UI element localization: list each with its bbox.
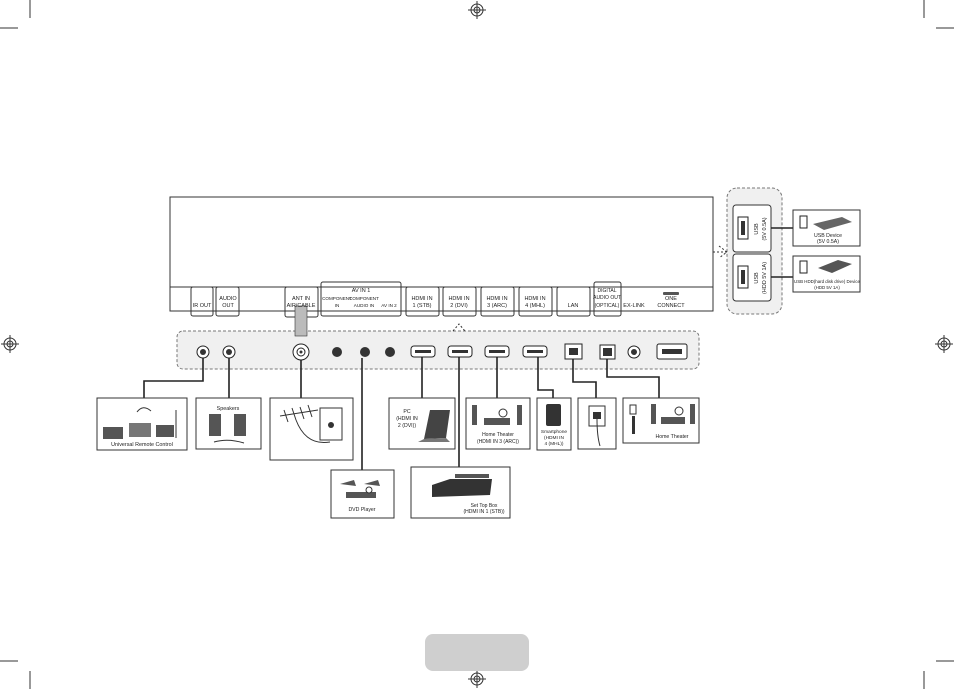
usb-2-spec: (HDD 5V 1A)	[762, 262, 768, 294]
pc-label-1: PC	[403, 409, 410, 415]
hdmi-port-icon[interactable]	[484, 345, 510, 358]
smartphone-label-1: Smartphone	[541, 429, 567, 435]
hdmi-1-label-2: 1 (STB)	[413, 303, 432, 309]
digital-audio-label-1: DIGITAL	[597, 288, 616, 294]
device-set-top-box: Set Top Box (HDMI IN 1 (STB))	[410, 466, 511, 519]
device-dvd-player: DVD Player	[330, 469, 395, 519]
hdmi-4-label-2: 4 (MHL)	[525, 303, 545, 309]
device-universal-remote: Universal Remote Control	[96, 397, 188, 451]
one-connect-port[interactable]	[656, 343, 688, 360]
usb-port-icon[interactable]	[737, 265, 749, 289]
usb-2-label: USB	[754, 272, 760, 284]
hdmi-3-label-1: HDMI IN	[486, 296, 507, 302]
component-in-jack[interactable]	[332, 347, 342, 357]
hdmi-2-label-2: 2 (DVI)	[450, 303, 468, 309]
audio-out-label-2: OUT	[222, 303, 234, 309]
usb-device-label-2: (5V 0.5A)	[817, 239, 839, 245]
ant-in-label-2: AIR/CABLE	[287, 303, 316, 309]
optical-port-icon[interactable]	[599, 344, 616, 360]
usb-port-icon[interactable]	[737, 216, 749, 240]
hdmi-2-label-1: HDMI IN	[448, 296, 469, 302]
av-in-2-label: AV IN 2	[381, 303, 397, 308]
usb-1-label: USB	[754, 223, 760, 235]
one-connect-label-1: ONE	[665, 296, 677, 302]
universal-remote-label: Universal Remote Control	[111, 442, 173, 448]
hdmi-1-label-1: HDMI IN	[411, 296, 432, 302]
smartphone-label-3: 4 (MHL))	[545, 441, 564, 447]
speakers-label: Speakers	[217, 406, 240, 412]
hdmi-3-label-2: 3 (ARC)	[487, 303, 507, 309]
hdmi-port-icon[interactable]	[410, 345, 436, 358]
component-in-label-1: COMPONENT	[322, 296, 352, 301]
ex-link-jack[interactable]	[627, 345, 641, 359]
set-top-box-label-1: Set Top Box	[471, 503, 498, 509]
usb-device-label-1: USB Device	[814, 233, 842, 239]
device-home-theater-optical: Home Theater	[622, 397, 700, 444]
ant-in-label-1: ANT IN	[292, 296, 310, 302]
one-connect-box	[169, 196, 714, 312]
lan-port-icon[interactable]	[564, 343, 583, 360]
pc-label-2: (HDMI IN	[396, 416, 418, 422]
audio-out-label-1: AUDIO	[219, 296, 237, 302]
dvd-player-label: DVD Player	[348, 507, 375, 513]
connection-cables	[143, 357, 660, 470]
component-in-label-2: IN	[335, 303, 340, 308]
device-pc: PC (HDMI IN 2 (DVI))	[388, 397, 456, 450]
device-lan-wall	[577, 397, 617, 450]
port-strip	[176, 330, 700, 370]
device-smartphone: Smartphone (HDMI IN 4 (MHL))	[536, 397, 572, 451]
lan-label: LAN	[568, 303, 579, 309]
digital-audio-label-3: (OPTICAL)	[595, 303, 620, 309]
digital-audio-label-2: AUDIO OUT	[593, 295, 621, 301]
ant-in-jack[interactable]	[292, 343, 310, 361]
ir-out-jack[interactable]	[196, 345, 210, 359]
hdmi-port-icon[interactable]	[522, 345, 548, 358]
hdmi-port-icon[interactable]	[447, 345, 473, 358]
device-home-theater-arc: Home Theater (HDMI IN 3 (ARC))	[465, 397, 531, 450]
port-label-frames	[190, 281, 622, 318]
hdmi-4-label-1: HDMI IN	[524, 296, 545, 302]
home-theater-arc-label-1: Home Theater	[482, 432, 514, 438]
home-theater-optical-label: Home Theater	[655, 434, 688, 440]
device-antenna	[269, 397, 354, 461]
av-in-1-label: AV IN 1	[352, 288, 371, 294]
usb-hdd-label-2: (HDD 5V 1A)	[814, 285, 840, 290]
usb-hdd-label-1: USB HDD(hard disk drive) Device	[794, 279, 860, 284]
page-tab	[425, 634, 529, 671]
ex-link-label: EX-LINK	[623, 303, 645, 309]
component-audio-label-1: COMPONENT	[349, 296, 379, 301]
ir-out-label: IR OUT	[193, 303, 212, 309]
usb-1-spec: (5V 0.5A)	[762, 217, 768, 240]
audio-out-jack[interactable]	[222, 345, 236, 359]
set-top-box-label-2: (HDMI IN 1 (STB))	[463, 509, 504, 515]
one-connect-label-2: CONNECT	[657, 303, 685, 309]
device-speakers: Speakers	[195, 397, 262, 450]
component-audio-label-2: AUDIO IN	[354, 303, 374, 308]
home-theater-arc-label-2: (HDMI IN 3 (ARC))	[477, 439, 519, 445]
smartphone-label-2: (HDMI IN	[544, 435, 565, 441]
component-audio-jack[interactable]	[360, 347, 370, 357]
pc-label-3: 2 (DVI))	[398, 423, 416, 429]
av-in-2-jack[interactable]	[385, 347, 395, 357]
